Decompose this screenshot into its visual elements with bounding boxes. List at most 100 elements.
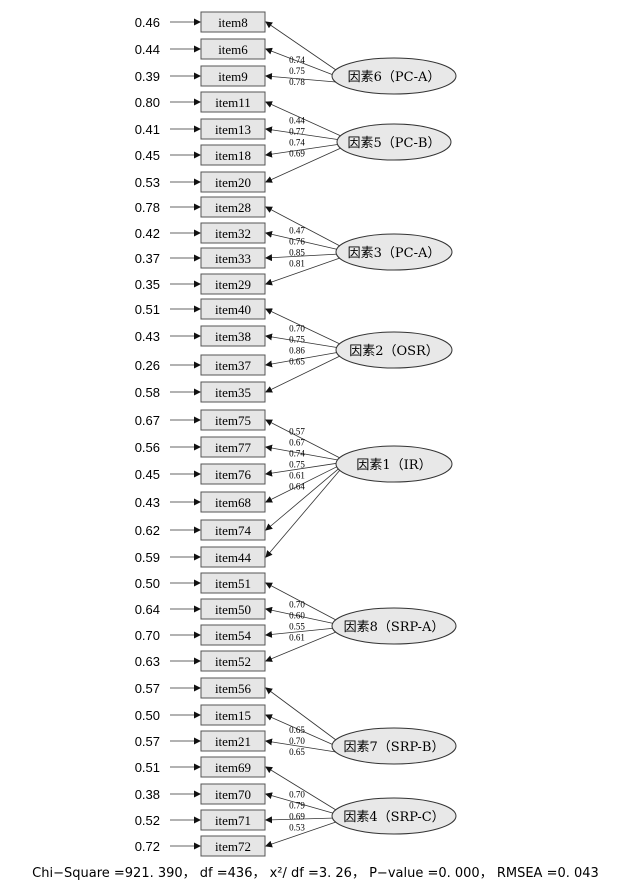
- factor-loading-label: 0.70: [289, 324, 305, 334]
- factor-loading-label: 0.64: [289, 482, 305, 492]
- item-label: item74: [215, 523, 252, 538]
- factor-loading-label: 0.60: [289, 611, 305, 621]
- error-variance-label: 0.43: [135, 329, 160, 344]
- item-label: item54: [215, 628, 252, 643]
- item-box: [200, 650, 266, 672]
- item-box: [200, 572, 266, 594]
- item-label: item68: [215, 495, 251, 510]
- loading-arrow: [265, 766, 337, 811]
- item-box: [200, 783, 266, 805]
- factor-loading-label: 0.57: [289, 427, 305, 437]
- item-label: item18: [215, 148, 251, 163]
- item-label: item13: [215, 122, 251, 137]
- factor-group: 因素4（SRP-C）: [331, 797, 457, 835]
- factor-loading-label: 0.79: [289, 801, 305, 811]
- factor-loading-label: 0.69: [289, 812, 305, 822]
- item-label: item9: [218, 69, 248, 84]
- loading-arrow: [265, 230, 341, 251]
- item-label: item11: [215, 95, 251, 110]
- error-variance-label: 0.51: [135, 302, 160, 317]
- loading-arrow: [265, 21, 337, 71]
- loading-arrow: [265, 714, 337, 747]
- item-box: [200, 730, 266, 752]
- item-label: item32: [215, 226, 251, 241]
- factor-label: 因素1（IR）: [356, 458, 431, 473]
- factor-loading-label: 0.55: [289, 622, 305, 632]
- factor-loading-label: 0.76: [289, 237, 305, 247]
- error-variance-label: 0.62: [135, 523, 160, 538]
- factor-label: 因素5（PC-B）: [348, 136, 441, 151]
- loading-arrow: [265, 419, 341, 459]
- loading-arrow: [265, 253, 341, 262]
- loading-arrow: [265, 355, 341, 393]
- factor-loading-label: 0.77: [289, 127, 305, 137]
- item-label: item29: [215, 277, 251, 292]
- item-box: [200, 196, 266, 218]
- error-variance-label: 0.52: [135, 813, 160, 828]
- item-box: [200, 756, 266, 778]
- loading-arrow: [265, 126, 342, 141]
- error-variance-label: 0.51: [135, 760, 160, 775]
- factor-loading-label: 0.75: [289, 460, 305, 470]
- factor-group: 因素1（IR）: [335, 445, 453, 483]
- path-lines: [170, 18, 342, 850]
- error-variance-label: 0.53: [135, 175, 160, 190]
- error-variance-label: 0.58: [135, 385, 160, 400]
- factor-loading-label: 0.65: [289, 725, 305, 735]
- item-label: item76: [215, 467, 252, 482]
- error-variance-label: 0.80: [135, 95, 160, 110]
- item-box: [200, 436, 266, 458]
- error-variance-label: 0.42: [135, 226, 160, 241]
- error-variance-label: 0.44: [135, 42, 160, 57]
- factor-loading-label: 0.70: [289, 790, 305, 800]
- item-box: [200, 38, 266, 60]
- item-box: [200, 519, 266, 541]
- loading-arrow: [265, 101, 342, 137]
- item-label: item28: [215, 200, 251, 215]
- latent-factor-ellipse: [331, 57, 457, 95]
- loading-arrow: [265, 627, 337, 638]
- loading-arrow: [265, 47, 337, 77]
- loading-arrow: [265, 143, 342, 158]
- factor-loading-label: 0.53: [289, 823, 305, 833]
- latent-factors: 因素6（PC-A）因素5（PC-B）因素3（PC-A）因素2（OSR）因素1（I…: [331, 57, 457, 835]
- error-variance-label: 0.46: [135, 15, 160, 30]
- factor-loading-label: 0.61: [289, 633, 305, 643]
- factor-loading-label: 0.74: [289, 138, 305, 148]
- item-label: item72: [215, 839, 251, 854]
- item-label: item51: [215, 576, 251, 591]
- factor-group: 因素2（OSR）: [335, 331, 453, 369]
- loading-arrow: [265, 308, 341, 345]
- item-box: [200, 273, 266, 295]
- loading-arrow: [265, 257, 341, 286]
- item-box: [200, 171, 266, 193]
- factor-label: 因素6（PC-A）: [348, 70, 441, 85]
- item-label: item6: [218, 42, 248, 57]
- factor-loading-label: 0.78: [289, 77, 305, 87]
- loading-arrow: [265, 582, 337, 621]
- factor-loading-label: 0.70: [289, 600, 305, 610]
- factor-loading-label: 0.65: [289, 357, 305, 367]
- loading-arrow: [265, 467, 341, 531]
- factor-loading-label: 0.75: [289, 335, 305, 345]
- item-box: [200, 91, 266, 113]
- item-label: item69: [215, 760, 251, 775]
- item-box: [200, 598, 266, 620]
- item-box: [200, 65, 266, 87]
- item-box: [200, 491, 266, 513]
- factor-loading-label: 0.61: [289, 471, 305, 481]
- item-box: [200, 704, 266, 726]
- loading-arrow: [265, 687, 337, 741]
- item-label: item40: [215, 302, 251, 317]
- latent-factor-ellipse: [335, 233, 453, 271]
- item-box: [200, 381, 266, 403]
- item-label: item75: [215, 413, 251, 428]
- loading-arrow: [265, 351, 341, 368]
- item-label: item50: [215, 602, 251, 617]
- error-variance-label: 0.26: [135, 358, 160, 373]
- item-label: item44: [215, 550, 252, 565]
- item-label: item71: [215, 813, 251, 828]
- item-label: item33: [215, 251, 251, 266]
- loading-arrow: [265, 631, 337, 662]
